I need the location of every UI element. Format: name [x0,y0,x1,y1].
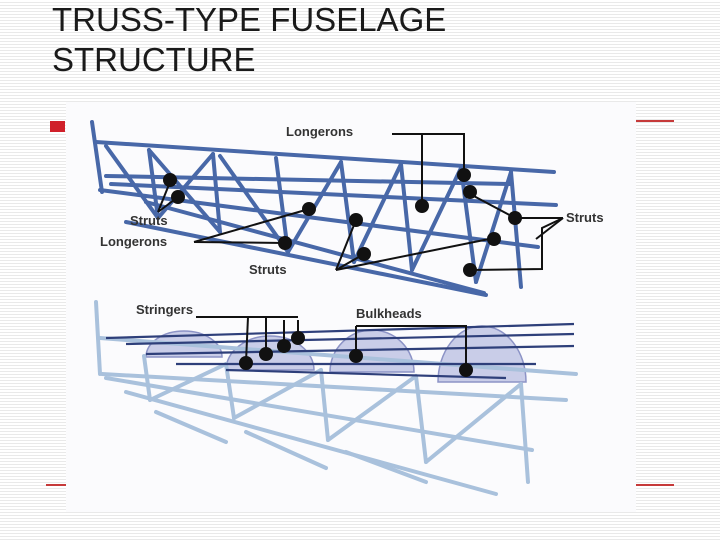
truss-vertical [142,354,152,402]
callout-line [335,237,495,271]
callout-dot [291,331,305,345]
slide-title: TRUSS-TYPE FUSELAGE STRUCTURE [52,0,512,80]
truss-diagonal [326,374,418,442]
callout-line [469,193,516,219]
label-longerons-left: Longerons [100,234,167,249]
callout-dot [487,232,501,246]
end-post [90,120,104,194]
bullet-square [50,121,65,132]
label-bulkheads: Bulkheads [356,306,422,321]
longeron [98,336,578,376]
stringer [225,368,507,380]
truss-fuselage-bottom [94,300,578,496]
fuselage-diagram-svg: Longerons Struts Longerons Struts Struts [90,120,604,496]
truss-vertical [319,368,330,442]
truss-diagonal [244,430,328,470]
callout-line [245,316,249,363]
truss-vertical [459,166,478,284]
truss-diagonal [474,170,513,284]
callout-dot [459,363,473,377]
callout-dot [171,190,185,204]
longeron [100,372,568,402]
callout-line [416,133,423,207]
callout-dots-top [163,168,522,277]
truss-diagonal [344,450,428,484]
truss-diagonal [232,368,323,420]
truss-diagonal [156,152,215,220]
callout-dot [349,213,363,227]
truss-diagonal [424,382,523,464]
callout-dot [508,211,522,225]
callout-line [469,217,564,271]
longeron-lower-3 [124,220,488,297]
stringer [145,344,575,356]
truss-diagonal [147,148,222,234]
label-stringers: Stringers [136,302,193,317]
stringer [125,332,575,346]
callout-dot [277,339,291,353]
callout-dot [163,173,177,187]
decorative-rule-bottom-left [46,484,66,486]
callout-dot [259,347,273,361]
truss-vertical [399,162,414,272]
truss-diagonal [154,410,228,444]
longeron [104,376,534,452]
title-line-2: STRUCTURE [52,41,256,78]
callout-line [193,241,286,244]
decorative-rule-top-right [636,120,674,122]
label-struts-left: Struts [130,213,168,228]
callout-dot [239,356,253,370]
callout-dots-bottom [239,331,473,377]
callout-dot [463,185,477,199]
truss-vertical [211,152,222,234]
stringers [105,322,575,380]
callout-dot [457,168,471,182]
truss-vertical [519,382,530,484]
callout-dot [357,247,371,261]
truss-diagonal [148,362,228,402]
longeron-lower-2 [144,200,486,295]
longeron [124,390,498,496]
callout-line [193,208,310,243]
callout-dot [415,199,429,213]
callout-dot [278,236,292,250]
label-struts-right: Struts [566,210,604,225]
truss-vertical [147,148,160,220]
truss-vertical [224,362,236,420]
truss-diagonal [104,144,160,220]
label-struts-bottom: Struts [249,262,287,277]
truss-vertical [339,160,356,264]
fuselage-diagram: Longerons Struts Longerons Struts Struts [66,102,636,512]
truss-diagonal [218,154,290,254]
callout-line [335,219,357,271]
callout-dot [349,349,363,363]
callout-dot [463,263,477,277]
decorative-rule-bottom-right [636,484,674,486]
label-longerons-top: Longerons [286,124,353,139]
callout-lines-top [157,133,564,271]
callout-line [535,217,564,240]
longeron-upper-1 [94,140,556,174]
truss-vertical [414,374,428,464]
callout-line [157,181,171,213]
callout-line [356,325,467,372]
title-line-1: TRUSS-TYPE FUSELAGE [52,1,447,38]
truss-diagonal [352,162,403,264]
truss-vertical [509,170,523,289]
callout-dot [302,202,316,216]
stringer [105,322,575,340]
